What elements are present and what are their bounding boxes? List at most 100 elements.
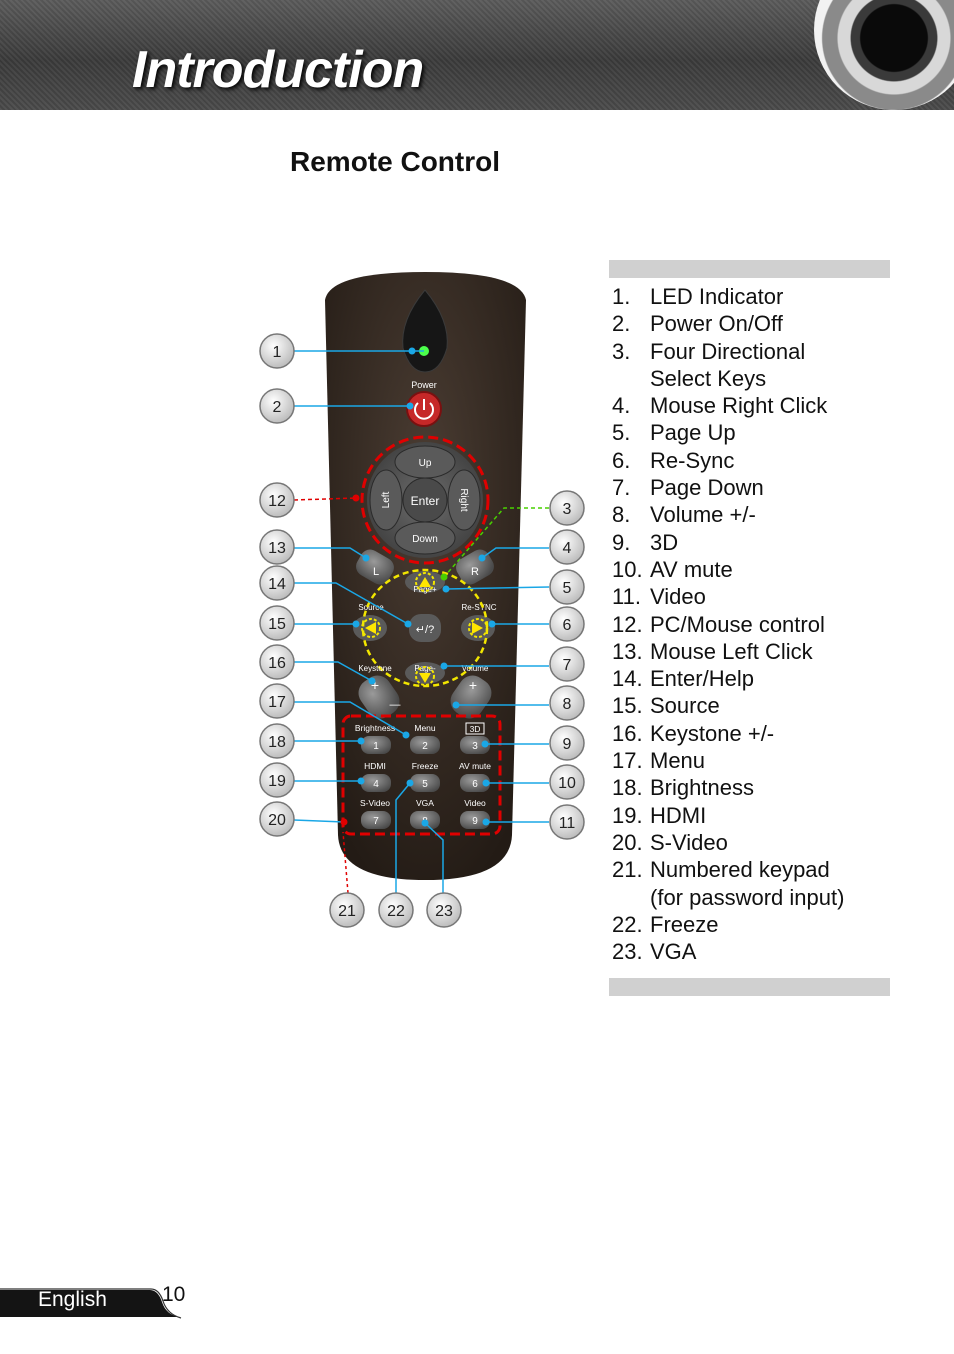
dpad-right-button[interactable]	[447, 469, 481, 531]
legend-item: 17.Menu	[612, 748, 706, 774]
legend-item: 4.Mouse Right Click	[612, 393, 828, 419]
callout-19: 19	[259, 762, 295, 798]
leader-line-17	[294, 701, 407, 736]
legend-top-bar	[609, 260, 890, 278]
volume-label: Volume	[462, 664, 489, 673]
leader-dot	[402, 731, 410, 739]
svg-text:20: 20	[268, 812, 286, 829]
leader-dot	[404, 620, 412, 628]
leader-dot	[440, 662, 448, 670]
svg-text:22: 22	[387, 903, 405, 920]
svg-text:4: 4	[563, 540, 572, 557]
volume-button[interactable]	[445, 670, 497, 724]
svg-text:19: 19	[268, 773, 286, 790]
leader-line-14	[294, 582, 409, 625]
keypad-button-7[interactable]	[361, 811, 391, 829]
keypad-button-2[interactable]	[410, 736, 440, 754]
callouts: 1 2 12 13 14 15 16 17 18 19 20 3 4 5 6 7…	[259, 333, 585, 928]
leader-dot	[482, 818, 490, 826]
leader-dot	[352, 620, 360, 628]
keystone-button[interactable]	[353, 670, 405, 724]
leader-line-22	[395, 782, 411, 893]
keypad-button-5[interactable]	[410, 774, 440, 792]
resync-marker	[468, 618, 488, 638]
page-up-marker	[415, 572, 435, 592]
leader-dot	[482, 779, 490, 787]
footer-tab	[0, 1288, 182, 1319]
keypad-label-av-mute: AV mute	[459, 761, 491, 771]
callout-13: 13	[259, 529, 295, 565]
keypad-label-brightness: Brightness	[355, 723, 395, 733]
keypad-3d-box	[465, 722, 485, 735]
callout-12: 12	[259, 482, 295, 518]
legend-item: Select Keys	[650, 365, 767, 391]
svg-text:10: 10	[558, 775, 576, 792]
legend-item: 16.Keystone +/-	[612, 720, 775, 746]
keypad-label-menu: Menu	[414, 723, 436, 733]
keypad-num-4: 4	[373, 779, 379, 790]
dpad-left-button[interactable]	[369, 469, 403, 531]
power-label: Power	[411, 380, 437, 390]
legend-item: 8.Volume +/-	[612, 502, 756, 528]
callout-2: 2	[259, 388, 295, 424]
leader-line-13	[294, 547, 367, 559]
leader-dot	[406, 402, 414, 410]
svg-text:21: 21	[338, 903, 356, 920]
page-up-label: Page+	[413, 585, 437, 594]
keypad-button-3[interactable]	[460, 736, 490, 754]
legend-item: 22.Freeze	[612, 911, 719, 937]
keypad-button-9[interactable]	[460, 811, 490, 829]
legend-item: 2.Power On/Off	[612, 311, 783, 337]
leader-dot	[408, 347, 416, 355]
leader-line-3	[443, 507, 549, 578]
leader-line-16	[294, 661, 373, 682]
svg-text:12: 12	[268, 493, 286, 510]
numbered-keypad-highlight	[341, 714, 502, 836]
keypad-button-4[interactable]	[361, 774, 391, 792]
power-icon	[414, 402, 434, 420]
callout-20: 20	[259, 801, 295, 837]
callout-15: 15	[259, 605, 295, 641]
leader-line-23	[424, 822, 444, 893]
leader-line-12	[293, 497, 357, 501]
keypad-num-9: 9	[472, 816, 478, 827]
up-arrow-icon	[419, 577, 431, 587]
enter-help-button[interactable]	[409, 614, 441, 642]
svg-text:23: 23	[435, 903, 453, 920]
keypad-button-6[interactable]	[460, 774, 490, 792]
header-banner: Introduction	[0, 0, 954, 110]
keypad-label-3d: 3D	[470, 724, 481, 734]
remote-control-diagram: Power Up Down Left Right Enter L R Page+…	[259, 272, 585, 928]
legend-item: 11.Video	[612, 584, 706, 610]
legend-item: 18.Brightness	[612, 775, 754, 801]
pc-mouse-highlight	[360, 435, 490, 565]
section-title: Remote Control	[290, 146, 500, 177]
leader-dot	[352, 494, 360, 502]
keypad-row-1: Brightness Menu 3D 1 2 3	[355, 722, 490, 754]
leader-line-5	[445, 586, 550, 590]
svg-text:16: 16	[268, 655, 286, 672]
svg-text:3: 3	[563, 501, 572, 518]
svg-text:8: 8	[563, 696, 572, 713]
callout-18: 18	[259, 723, 295, 759]
leader-dot	[421, 819, 429, 827]
page-down-marker	[415, 666, 435, 686]
callout-6: 6	[549, 606, 585, 642]
keypad-button-1[interactable]	[361, 736, 391, 754]
callout-7: 7	[549, 646, 585, 682]
dpad-left-label: Left	[381, 491, 392, 508]
legend-item: 19.HDMI	[612, 802, 707, 828]
leader-dot	[357, 777, 365, 785]
enter-label: Enter	[411, 494, 440, 508]
enter-button[interactable]	[402, 477, 448, 523]
legend-item: 3.Four Directional	[612, 338, 806, 364]
keystone-minus-label: —	[390, 699, 401, 711]
leader-line-20	[293, 819, 345, 823]
keypad-num-7: 7	[373, 816, 379, 827]
callout-17: 17	[259, 683, 295, 719]
leader-dot	[442, 585, 450, 593]
mouse-left-label: L	[373, 566, 379, 578]
leader-dot	[357, 737, 365, 745]
keypad-label-s-video: S-Video	[360, 798, 390, 808]
callout-21: 21	[329, 892, 365, 928]
